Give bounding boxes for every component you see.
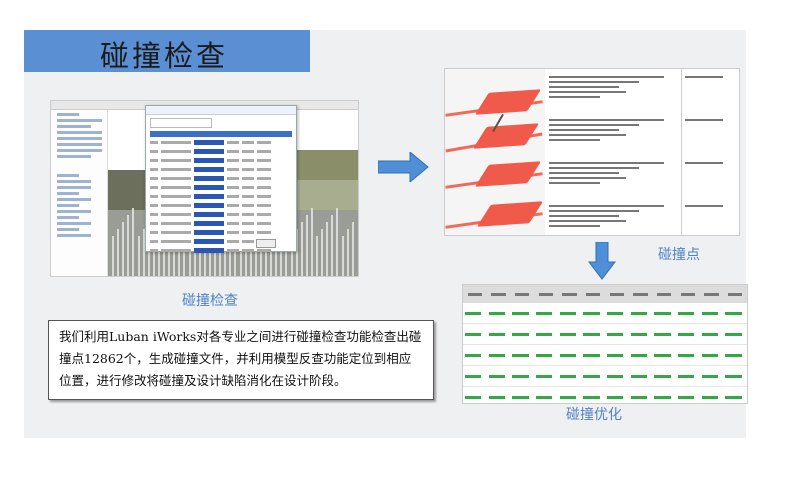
table-row xyxy=(463,387,747,403)
arrow-down-icon xyxy=(588,242,616,280)
collision-side-block xyxy=(685,162,733,202)
collision-optimize-table xyxy=(462,284,748,404)
table-header-cell xyxy=(629,292,653,296)
dialog-row xyxy=(150,184,292,191)
model-column xyxy=(300,222,303,276)
model-column xyxy=(326,222,329,276)
table-header-cell xyxy=(534,292,558,296)
dialog-row xyxy=(150,175,292,182)
model-column xyxy=(122,222,125,276)
table-row xyxy=(463,366,747,387)
model-column xyxy=(270,229,273,276)
model-column xyxy=(127,215,130,276)
collision-side-info xyxy=(685,73,733,233)
collision-dialog xyxy=(145,105,297,254)
model-column xyxy=(290,236,293,276)
collision-detail-block xyxy=(549,205,677,235)
dialog-row xyxy=(150,139,292,146)
table-header-cell xyxy=(581,292,605,296)
caption-collision-points: 碰撞点 xyxy=(658,247,700,263)
model-column xyxy=(117,229,120,276)
model-column xyxy=(188,236,191,276)
collision-detail-block xyxy=(549,119,677,159)
collision-detail-block xyxy=(549,76,677,116)
model-column xyxy=(168,229,171,276)
dialog-row xyxy=(150,193,292,200)
model-column xyxy=(142,229,145,276)
slide-title: 碰撞检查 xyxy=(100,39,229,73)
dialog-row xyxy=(150,166,292,173)
table-header-cell xyxy=(652,292,676,296)
table-header xyxy=(463,285,747,303)
table-row xyxy=(463,345,747,366)
collision-points-screenshot xyxy=(444,68,740,236)
title-bar xyxy=(24,30,310,72)
dialog-row xyxy=(150,229,292,236)
table-row xyxy=(463,324,747,345)
description-box: 我们利用Luban iWorks对各专业之间进行碰撞检查功能检查出碰撞点1286… xyxy=(48,320,434,400)
model-column xyxy=(310,208,313,276)
model-column xyxy=(336,208,339,276)
dialog-row xyxy=(150,202,292,209)
table-header-cell xyxy=(605,292,629,296)
model-column xyxy=(214,236,216,276)
model-column xyxy=(163,236,165,276)
collision-details xyxy=(549,73,677,233)
dialog-row xyxy=(150,148,292,155)
collision-detail-block xyxy=(549,162,677,202)
caption-collision-optimize: 碰撞优化 xyxy=(566,407,622,423)
table-header-cell xyxy=(463,292,487,296)
model-column xyxy=(305,215,308,276)
table-header-cell xyxy=(676,292,700,296)
model-column xyxy=(112,236,114,276)
model-column xyxy=(295,229,298,276)
dialog-row xyxy=(150,247,292,254)
table-row xyxy=(463,303,747,324)
model-thumbnails xyxy=(445,69,545,235)
model-column xyxy=(321,229,324,276)
model-column xyxy=(239,236,242,276)
model-column xyxy=(316,236,318,276)
model-column xyxy=(137,236,140,276)
dialog-row xyxy=(150,211,292,218)
collision-side-block xyxy=(685,205,733,235)
dialog-row xyxy=(150,220,292,227)
table-header-cell xyxy=(510,292,534,296)
model-column xyxy=(341,236,344,276)
dialog-row xyxy=(150,157,292,164)
table-header-cell xyxy=(723,292,747,296)
model-column xyxy=(331,215,334,276)
collision-side-block xyxy=(685,119,733,159)
model-column xyxy=(351,222,354,276)
model-column xyxy=(265,236,267,276)
caption-collision-check: 碰撞检查 xyxy=(182,293,238,309)
model-column xyxy=(244,229,247,276)
table-header-cell xyxy=(558,292,582,296)
table-header-cell xyxy=(487,292,511,296)
arrow-right-icon xyxy=(378,152,429,182)
collision-check-screenshot xyxy=(50,100,359,277)
collision-side-block xyxy=(685,76,733,116)
model-column xyxy=(132,208,135,276)
tree-panel xyxy=(51,110,108,276)
table-header-cell xyxy=(700,292,724,296)
model-column xyxy=(346,229,349,276)
dialog-ok-button[interactable] xyxy=(256,239,276,248)
